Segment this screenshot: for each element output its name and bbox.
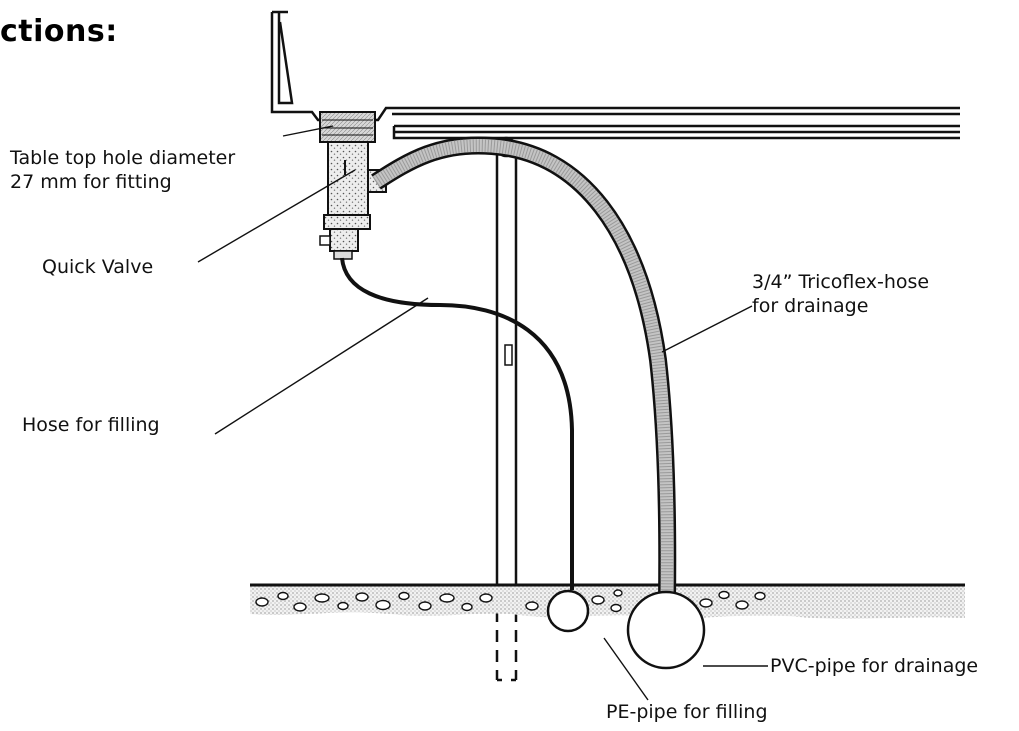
label-pvc-pipe: PVC-pipe for drainage	[770, 655, 979, 677]
label-table-top-hole-2: 27 mm for fitting	[10, 171, 172, 193]
quick-valve	[319, 141, 387, 260]
ground-layer	[250, 583, 965, 619]
label-tricoflex-1: 3/4” Tricoflex-hose	[752, 271, 930, 293]
filling-hose	[340, 257, 574, 590]
leader-lines	[197, 125, 768, 701]
fitting	[319, 111, 376, 143]
label-hose-filling: Hose for filling	[22, 414, 160, 436]
pe-pipe	[546, 589, 590, 633]
label-tricoflex-2: for drainage	[752, 295, 869, 317]
table-top	[270, 10, 960, 140]
tricoflex-hose	[371, 136, 677, 601]
label-pe-pipe: PE-pipe for filling	[606, 701, 768, 723]
section-heading: ctions:	[0, 14, 118, 49]
label-quick-valve: Quick Valve	[42, 256, 154, 278]
pvc-pipe	[626, 590, 706, 670]
label-table-top-hole-1: Table top hole diameter	[10, 147, 236, 169]
